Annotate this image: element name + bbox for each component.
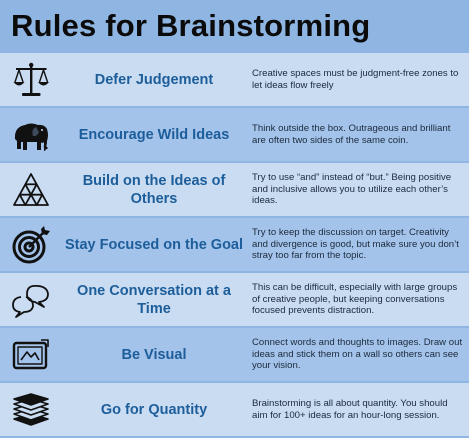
- rule-heading: Defer Judgement: [94, 71, 214, 88]
- target-icon: [0, 218, 62, 271]
- rule-row-one-conversation: One Conversation at a Time This can be d…: [0, 273, 469, 326]
- stack-icon: [0, 383, 62, 436]
- image-frame-icon: [0, 328, 62, 381]
- rule-description: Creative spaces must be judgment-free zo…: [252, 67, 459, 91]
- rule-row-defer-judgement: Defer Judgement Creative spaces must be …: [0, 53, 469, 106]
- pyramid-icon: [0, 163, 62, 216]
- rule-description: Connect words and thoughts to images. Dr…: [252, 337, 463, 372]
- speech-bubbles-icon: [0, 273, 62, 326]
- rule-heading: Encourage Wild Ideas: [78, 126, 230, 143]
- elephant-icon: [0, 108, 62, 161]
- rule-row-go-for-quantity: Go for Quantity Brainstorming is all abo…: [0, 383, 469, 436]
- rule-heading: Go for Quantity: [100, 401, 208, 418]
- rules-list: Defer Judgement Creative spaces must be …: [0, 53, 469, 438]
- rule-row-be-visual: Be Visual Connect words and thoughts to …: [0, 328, 469, 381]
- rule-row-build-on-ideas: Build on the Ideas of Others Try to use …: [0, 163, 469, 216]
- rule-heading: Be Visual: [121, 346, 187, 363]
- rule-heading: Build on the Ideas of Others: [82, 172, 226, 207]
- rule-description: Brainstorming is all about quantity. You…: [252, 397, 448, 421]
- rule-heading: Stay Focused on the Goal: [64, 236, 244, 253]
- rule-description: Try to keep the discussion on target. Cr…: [252, 227, 459, 262]
- rule-description: This can be difficult, especially with l…: [252, 282, 458, 317]
- rule-heading: One Conversation at a Time: [77, 282, 231, 317]
- scales-icon: [0, 53, 62, 106]
- rule-row-encourage-wild-ideas: Encourage Wild Ideas Think outside the b…: [0, 108, 469, 161]
- rule-description: Try to use “and” instead of “but.” Being…: [252, 172, 452, 207]
- page-title: Rules for Brainstorming: [11, 8, 371, 43]
- rule-row-stay-focused: Stay Focused on the Goal Try to keep the…: [0, 218, 469, 271]
- rule-description: Think outside the box. Outrageous and br…: [252, 122, 451, 146]
